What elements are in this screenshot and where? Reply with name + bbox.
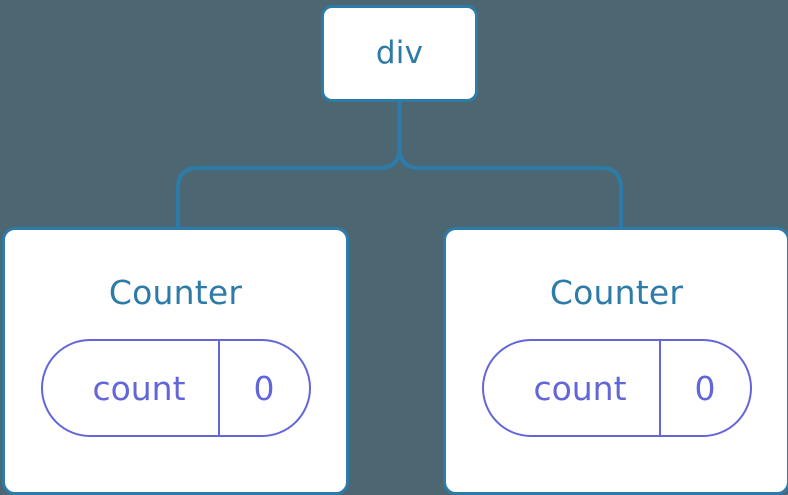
state-key: count [533, 368, 627, 408]
component-node-counter-right[interactable]: Counter count 0 [443, 227, 788, 495]
connector-right-branch [397, 99, 623, 231]
state-pill-divider [217, 341, 220, 435]
component-title: Counter [549, 273, 684, 312]
state-value: 0 [253, 368, 275, 408]
root-node-div[interactable]: div [321, 5, 478, 102]
state-pill-divider [658, 341, 661, 435]
component-node-counter-left[interactable]: Counter count 0 [2, 227, 349, 495]
root-node-label: div [375, 35, 424, 71]
component-title: Counter [108, 273, 243, 312]
state-value: 0 [694, 368, 716, 408]
state-pill[interactable]: count 0 [481, 339, 752, 437]
state-pill[interactable]: count 0 [40, 339, 311, 437]
connector-left-branch [176, 99, 402, 231]
state-key: count [92, 368, 186, 408]
